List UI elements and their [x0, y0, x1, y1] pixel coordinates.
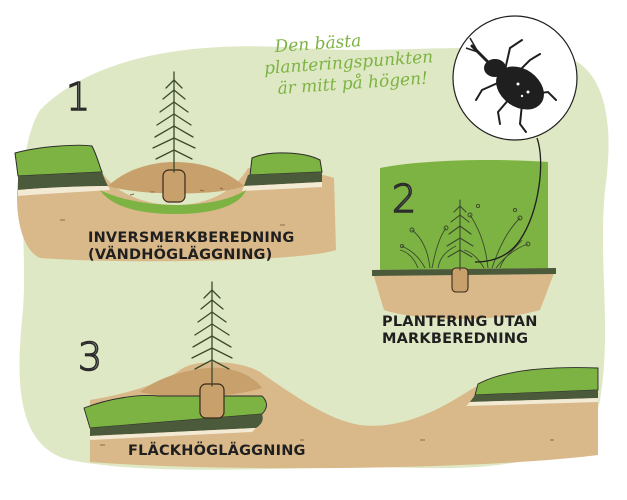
step2-label-line2: MARKBEREDNING [382, 331, 538, 348]
step3-label: FLÄCKHÖGLÄGGNING [128, 443, 306, 460]
step3-label-line1: FLÄCKHÖGLÄGGNING [128, 443, 306, 460]
weevil-bubble [453, 16, 577, 140]
step2-label: PLANTERING UTAN MARKBEREDNING [382, 314, 538, 348]
step1-number: 1 [66, 78, 90, 116]
step2-label-line1: PLANTERING UTAN [382, 314, 538, 331]
step1-root-ball [163, 170, 185, 202]
step1-label-line2: (VÄNDHÖGLÄGGNING) [88, 247, 294, 264]
quote-text: Den bästa planteringspunkten är mitt på … [262, 26, 435, 101]
step2-number: 2 [392, 180, 416, 218]
step1-grass-left [15, 145, 102, 176]
step3-root-ball [200, 384, 224, 418]
step2-illustration [372, 138, 556, 319]
step1-grass-right [250, 153, 322, 175]
step2-root-ball [452, 268, 468, 292]
step1-label-line1: INVERSMERKBEREDNING [88, 230, 294, 247]
step1-label: INVERSMERKBEREDNING (VÄNDHÖGLÄGGNING) [88, 230, 294, 264]
step3-number: 3 [78, 338, 102, 376]
